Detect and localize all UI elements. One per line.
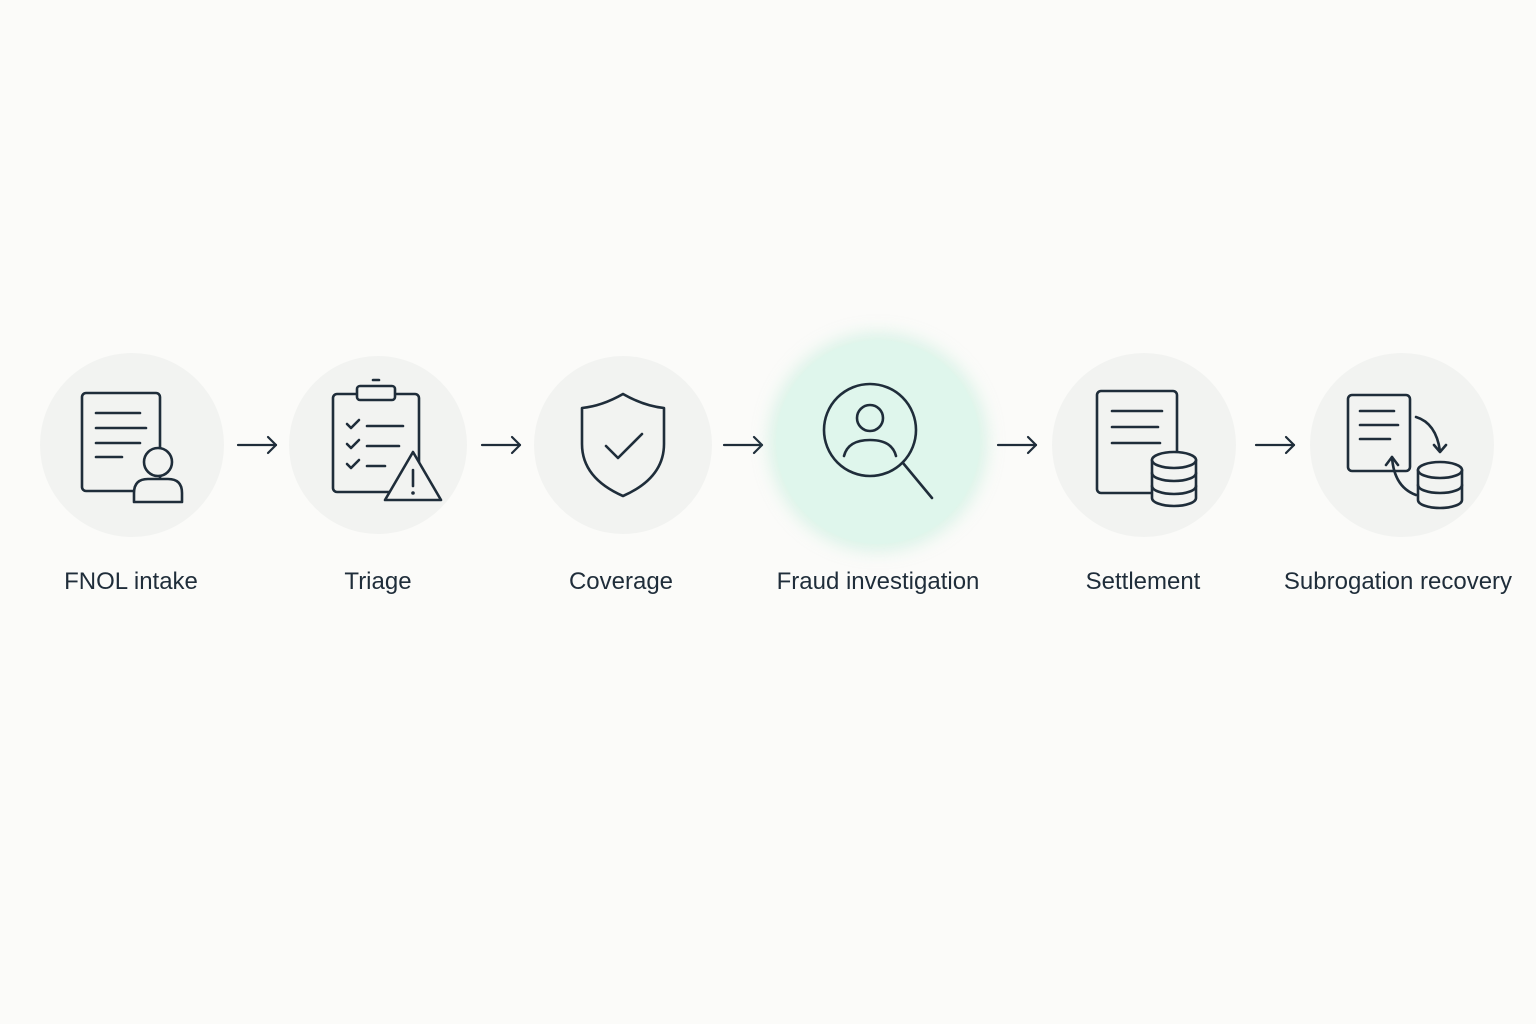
step-label-fraud-investigation: Fraud investigation — [776, 568, 980, 595]
arrow-right-icon — [722, 435, 764, 455]
step-coverage — [534, 356, 712, 534]
step-label-fnol-intake: FNOL intake — [64, 568, 198, 595]
arrow-right-icon — [1254, 435, 1296, 455]
shield-check-icon — [580, 392, 666, 498]
step-fnol-intake — [40, 353, 224, 537]
arrow-right-icon — [480, 435, 522, 455]
arrow-right-icon — [996, 435, 1038, 455]
step-label-coverage: Coverage — [568, 568, 674, 595]
step-label-subrogation-recovery: Subrogation recovery — [1283, 568, 1513, 595]
document-person-icon — [80, 391, 184, 504]
document-coins-cycle-icon — [1346, 393, 1464, 510]
document-coins-icon — [1095, 389, 1198, 508]
arrow-right-icon — [236, 435, 278, 455]
step-label-triage: Triage — [344, 568, 412, 595]
step-triage — [289, 356, 467, 534]
step-settlement — [1052, 353, 1236, 537]
step-fraud-investigation — [776, 340, 980, 544]
magnifier-person-icon — [822, 382, 934, 500]
step-subrogation-recovery — [1310, 353, 1494, 537]
step-label-settlement: Settlement — [1085, 568, 1201, 595]
clipboard-checklist-warning-icon — [331, 378, 443, 502]
